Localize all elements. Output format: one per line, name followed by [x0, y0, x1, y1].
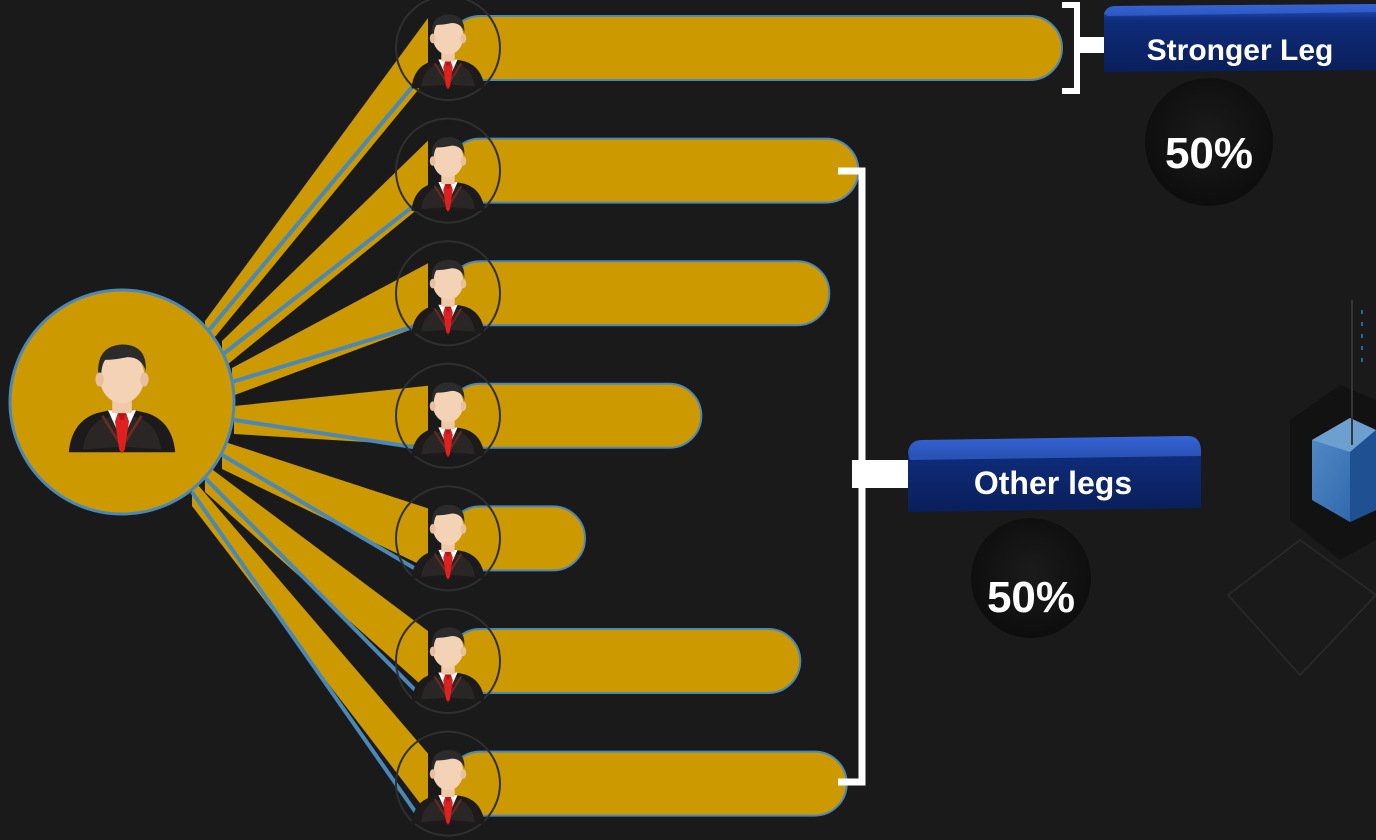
stronger-leg-bracket [1062, 2, 1106, 94]
stronger-leg-label: Stronger Leg [1104, 4, 1376, 72]
other-leg-bar [447, 750, 848, 817]
connector-wedge [192, 478, 428, 814]
leg-avatar-ring [395, 362, 501, 469]
connector-wedge [205, 464, 428, 691]
connector-wedge [234, 385, 428, 446]
connector-line [203, 78, 420, 337]
other-legs-bracket [838, 167, 910, 786]
leg-avatar-ring [395, 0, 501, 101]
connector-line [220, 201, 420, 357]
stronger-leg-percent: 50% [1165, 129, 1253, 178]
other-legs-percent-badge: 50% [971, 518, 1091, 638]
leg-avatar-ring [395, 608, 501, 714]
connector-line [203, 476, 420, 695]
other-leg-bar [447, 382, 703, 449]
root-node [8, 288, 236, 516]
connector-line [233, 418, 419, 450]
leg-avatars [395, 0, 501, 837]
other-leg-bar [447, 260, 831, 327]
other-legs-label: Other legs [908, 436, 1201, 512]
stronger-leg-bar [447, 15, 1063, 81]
other-legs-title: Other legs [974, 465, 1132, 501]
leg-avatar-ring [395, 240, 501, 347]
leg-avatar-ring [395, 730, 501, 837]
stronger-leg-percent-badge: 50% [1145, 78, 1273, 206]
connector-wedge [232, 263, 428, 396]
isometric-cube-icon [1226, 300, 1376, 677]
connector-wedge [222, 140, 428, 369]
connector-line [231, 323, 419, 384]
other-legs-percent: 50% [987, 573, 1075, 622]
leg-avatar-ring [395, 485, 501, 592]
leg-avatar-ring [395, 117, 501, 224]
stronger-leg-title: Stronger Leg [1147, 34, 1334, 67]
connector-line [190, 490, 420, 817]
connector-lines [190, 18, 428, 817]
leg-bars [447, 15, 1063, 817]
connector-line [220, 453, 420, 573]
other-leg-bar [447, 137, 860, 204]
connector-wedge [222, 441, 428, 569]
